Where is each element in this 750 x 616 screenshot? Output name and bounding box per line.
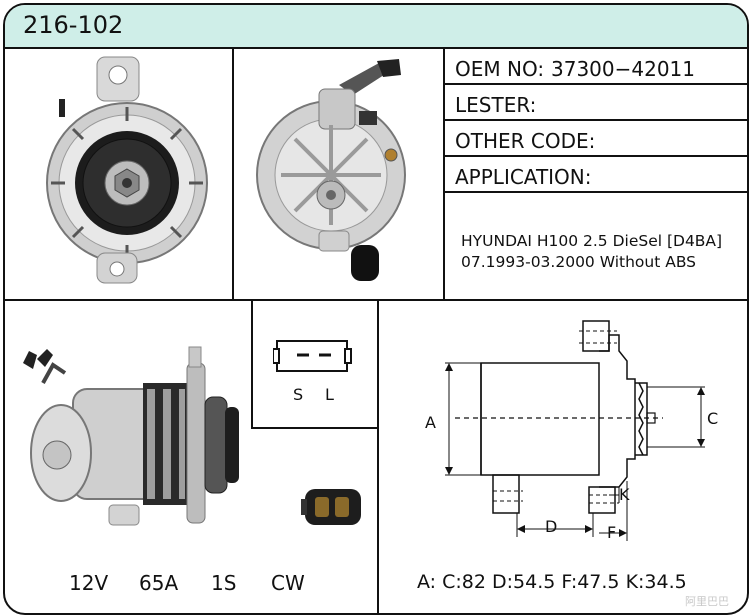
plug-photo [301,489,361,525]
oem-value: 37300−42011 [551,57,696,81]
part-number: 216-102 [23,11,124,39]
application-label: APPLICATION: [455,165,592,189]
application-text: HYUNDAI H100 2.5 DieSel [D4BA] 07.1993-0… [461,231,722,273]
connector-label-l: L [325,385,334,404]
dimensions-text: A: C:82 D:54.5 F:47.5 K:34.5 [417,571,687,593]
spec-current: 65A [139,571,179,595]
oem-label: OEM NO: [455,57,545,81]
alternator-rear-view [256,59,406,281]
dimension-drawing [445,320,705,541]
spec-rotation: CW [271,571,305,595]
dim-label-a: A [425,413,436,432]
application-line-2: 07.1993-03.2000 Without ABS [461,253,697,271]
divider-v1 [232,47,234,301]
divider-info-4 [445,191,747,193]
dim-label-c: C [707,409,719,428]
divider-v2 [443,47,445,301]
divider-v3 [251,301,253,429]
connector-label-s: S [293,385,304,404]
divider-h-mid [5,299,747,301]
connector-diagram [273,340,352,372]
header-bar: 216-102 [5,5,747,49]
other-code-label: OTHER CODE: [455,129,596,153]
dim-label-f: F [607,523,617,542]
divider-info-3 [445,155,747,157]
dim-label-k: K [619,485,630,504]
divider-h-connector [251,427,379,429]
lester-label: LESTER: [455,93,537,117]
product-card: 216-102 OEM NO: 37300−42011 LESTER: OTHE… [3,3,749,615]
application-line-1: HYUNDAI H100 2.5 DieSel [D4BA] [461,232,723,250]
divider-v4 [377,301,379,613]
watermark: 阿里巴巴 [685,595,729,608]
dim-label-d: D [545,517,558,536]
alternator-front-view [46,56,208,284]
alternator-side-view [23,346,239,526]
divider-info-1 [445,83,747,85]
divider-info-2 [445,119,747,121]
spec-voltage: 12V [69,571,109,595]
spec-pulley: 1S [211,571,237,595]
